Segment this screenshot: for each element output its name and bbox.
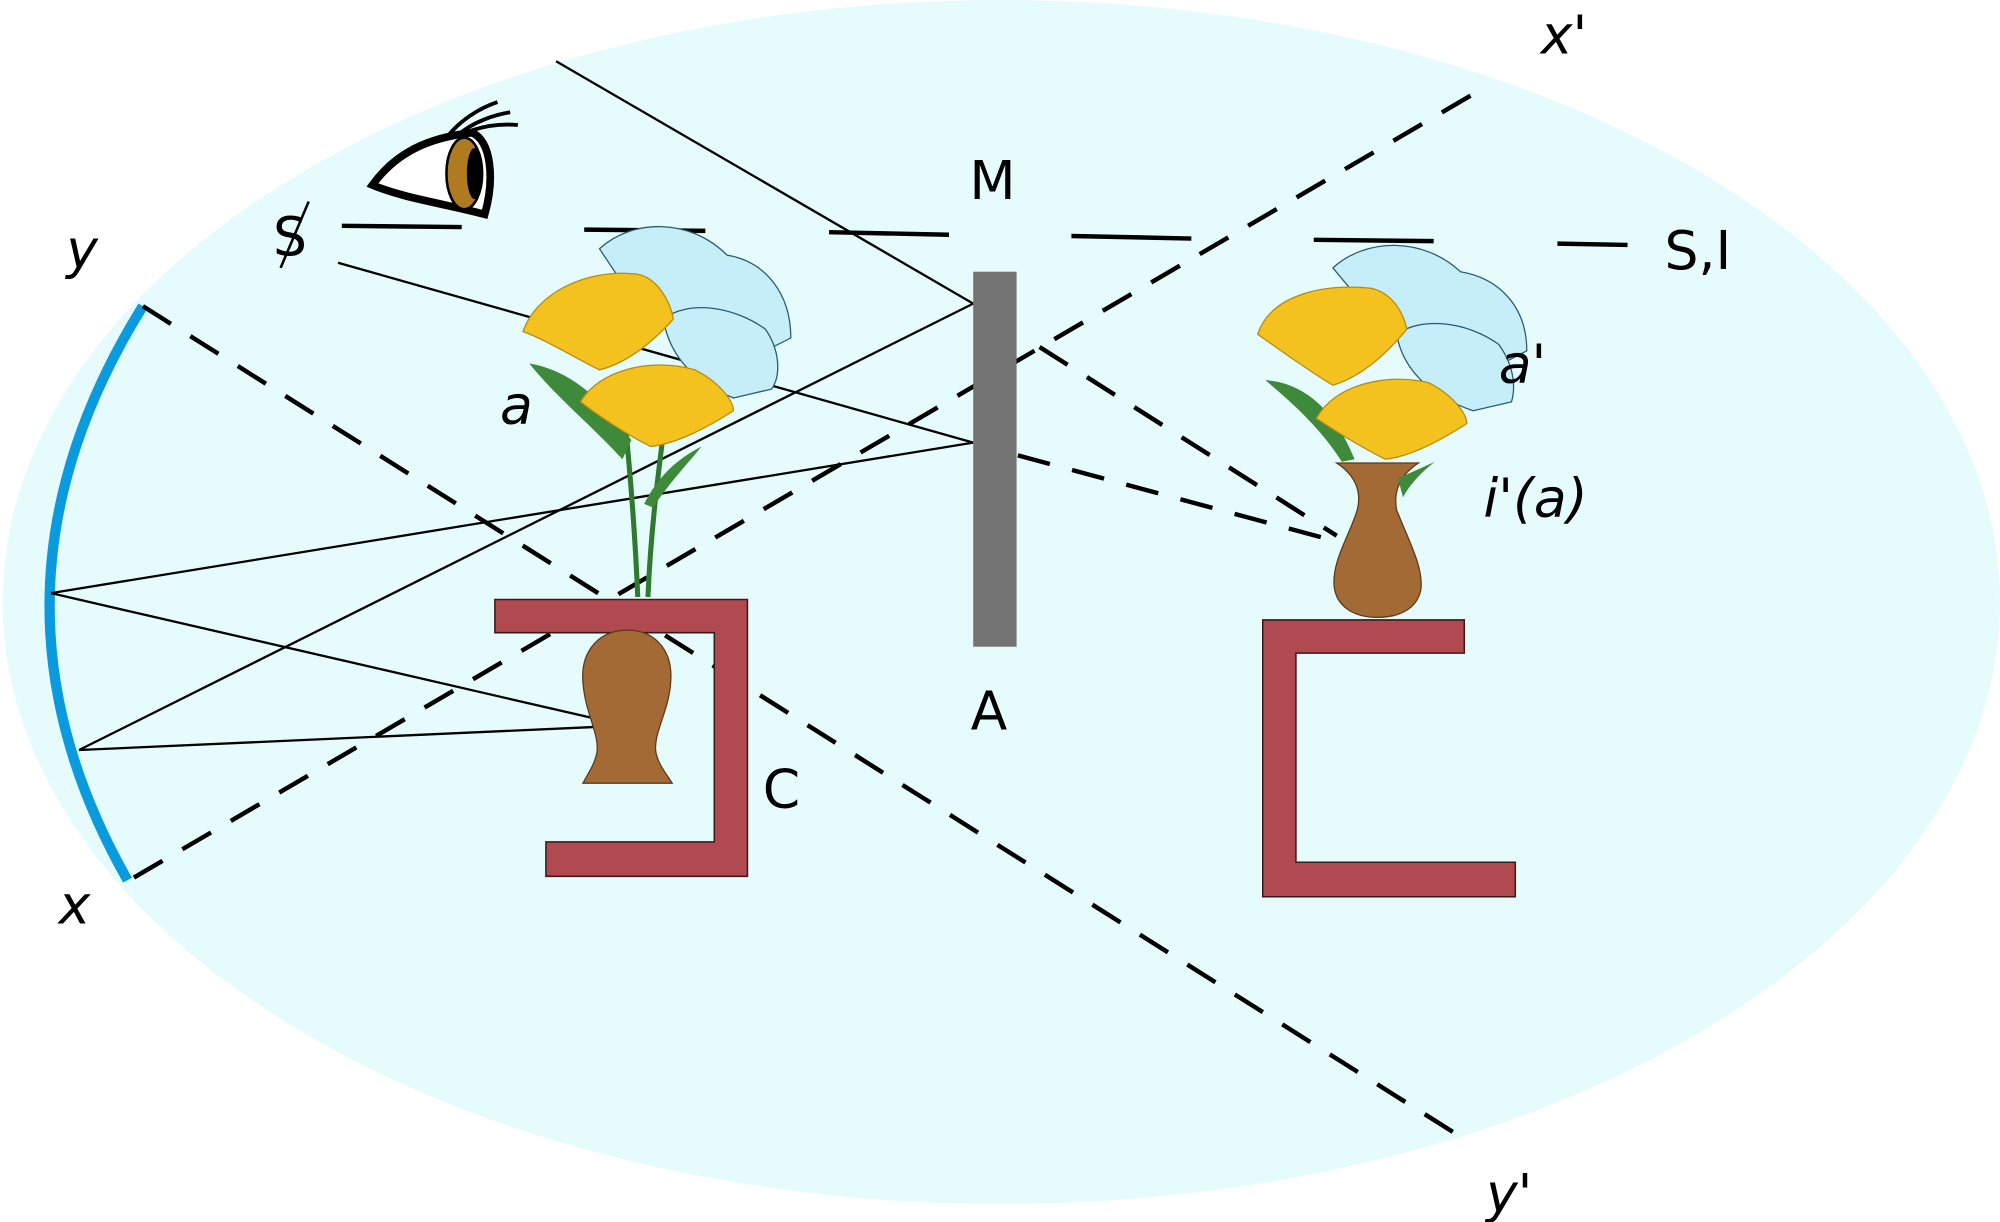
axis-y-yprime [141, 304, 1456, 1135]
label-a: a [500, 373, 533, 436]
label-x: x [57, 874, 92, 937]
label-x-prime: x' [1539, 4, 1587, 67]
label-a-prime: a' [1499, 333, 1547, 396]
label-C: C [763, 757, 800, 820]
stand-right [1261, 619, 1517, 898]
label-M: M [969, 149, 1015, 212]
vase-image [1333, 462, 1422, 619]
vase-real-inverted [581, 629, 674, 784]
label-S: S [273, 205, 307, 268]
label-y-prime: y' [1484, 1162, 1532, 1222]
axis-x-xprime [132, 89, 1479, 880]
plane-mirror [973, 271, 1017, 647]
flowers-left [522, 225, 792, 598]
eye-icon [366, 100, 519, 219]
reflected-ray-dashed-2 [1038, 345, 1338, 538]
flowers-image [1256, 244, 1528, 498]
label-S-I: S,I [1665, 219, 1732, 282]
label-A: A [971, 680, 1008, 743]
concave-mirror-arc [44, 303, 148, 883]
label-S-strike [279, 201, 310, 269]
stand-left [494, 598, 749, 878]
label-y: y [64, 218, 99, 281]
axis-lines [132, 89, 1479, 1135]
label-i-prime-a: i'(a) [1483, 467, 1587, 530]
rays [50, 60, 974, 752]
